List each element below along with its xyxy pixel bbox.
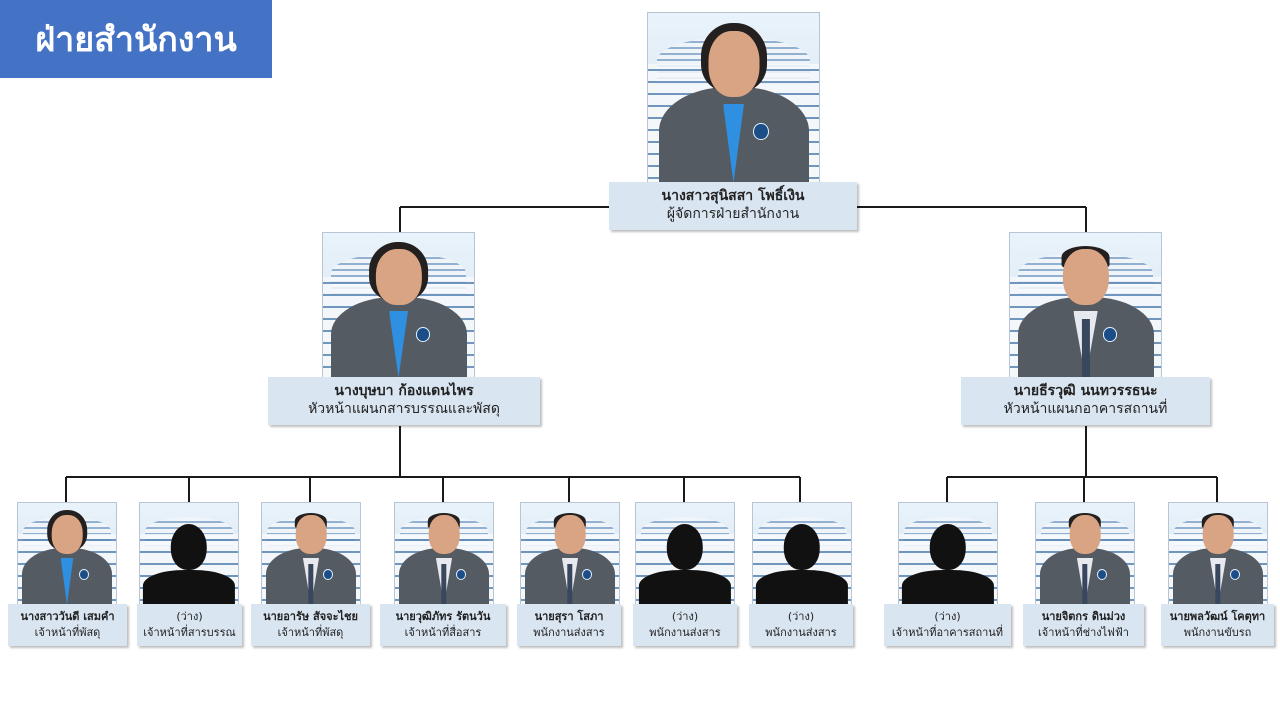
manager-position: ผู้จัดการฝ่ายสำนักงาน — [666, 206, 800, 222]
staff-photo — [261, 502, 361, 606]
manager-label: นางสาวสุนิสสา โพธิ์เงิน ผู้จัดการฝ่ายสำน… — [609, 182, 857, 230]
staff-photo — [1035, 502, 1135, 606]
vacant-silhouette-photo — [139, 502, 239, 606]
staff-name: (ว่าง) — [671, 610, 699, 623]
staff-label: นายอารัษ สัจจะไชย เจ้าหน้าที่พัสดุ — [251, 604, 370, 646]
vacant-silhouette-photo — [898, 502, 998, 606]
manager-photo — [647, 12, 820, 184]
staff-position: เจ้าหน้าที่ช่างไฟฟ้า — [1038, 626, 1129, 639]
staff-name: นายวุฒิภัทร รัตนวัน — [395, 610, 491, 623]
page-title: ฝ่ายสำนักงาน — [0, 0, 272, 78]
staff-name: นายจิตกร ดินม่วง — [1041, 610, 1126, 623]
head-label-supplies: นางบุษบา ก้องแดนไพร หัวหน้าแผนกสารบรรณแล… — [268, 377, 540, 425]
staff-position: พนักงานขับรถ — [1183, 626, 1252, 639]
staff-name: นายอารัษ สัจจะไชย — [263, 610, 358, 623]
manager-name: นางสาวสุนิสสา โพธิ์เงิน — [661, 188, 805, 204]
staff-position: เจ้าหน้าที่พัสดุ — [277, 626, 344, 639]
staff-photo — [520, 502, 620, 606]
staff-position: พนักงานส่งสาร — [649, 626, 721, 639]
staff-position: เจ้าหน้าที่อาคารสถานที่ — [891, 626, 1004, 639]
vacant-silhouette-photo — [752, 502, 852, 606]
staff-label: (ว่าง) พนักงานส่งสาร — [633, 604, 737, 646]
staff-photo — [17, 502, 117, 606]
staff-position: พนักงานส่งสาร — [765, 626, 837, 639]
vacant-silhouette-photo — [635, 502, 735, 606]
staff-position: เจ้าหน้าที่พัสดุ — [34, 626, 101, 639]
staff-label: (ว่าง) พนักงานส่งสาร — [749, 604, 853, 646]
staff-label: (ว่าง) เจ้าหน้าที่อาคารสถานที่ — [884, 604, 1011, 646]
staff-name: นายสุรา โสภา — [534, 610, 604, 623]
staff-label: นายพลวัฒน์ โคตุทา พนักงานขับรถ — [1161, 604, 1274, 646]
staff-name: (ว่าง) — [787, 610, 815, 623]
head-name: นายธีรวุฒิ นนทวรรธนะ — [1013, 383, 1158, 399]
staff-name: นางสาววันดี เสมคำ — [20, 610, 115, 623]
head-photo-supplies — [322, 232, 475, 379]
staff-label: นางสาววันดี เสมคำ เจ้าหน้าที่พัสดุ — [8, 604, 127, 646]
staff-photo — [394, 502, 494, 606]
staff-photo — [1168, 502, 1268, 606]
head-label-building: นายธีรวุฒิ นนทวรรธนะ หัวหน้าแผนกอาคารสถา… — [961, 377, 1210, 425]
head-position: หัวหน้าแผนกอาคารสถานที่ — [1003, 401, 1168, 417]
staff-name: นายพลวัฒน์ โคตุทา — [1169, 610, 1266, 623]
staff-label: นายจิตกร ดินม่วง เจ้าหน้าที่ช่างไฟฟ้า — [1023, 604, 1144, 646]
staff-name: (ว่าง) — [934, 610, 961, 623]
staff-position: เจ้าหน้าที่สื่อสาร — [404, 626, 482, 639]
staff-label: นายสุรา โสภา พนักงานส่งสาร — [517, 604, 621, 646]
staff-label: นายวุฒิภัทร รัตนวัน เจ้าหน้าที่สื่อสาร — [380, 604, 506, 646]
staff-label: (ว่าง) เจ้าหน้าที่สารบรรณ — [137, 604, 242, 646]
staff-name: (ว่าง) — [176, 610, 203, 623]
head-photo-building — [1009, 232, 1162, 379]
staff-position: พนักงานส่งสาร — [533, 626, 605, 639]
head-name: นางบุษบา ก้องแดนไพร — [334, 383, 474, 399]
staff-position: เจ้าหน้าที่สารบรรณ — [143, 626, 236, 639]
head-position: หัวหน้าแผนกสารบรรณและพัสดุ — [308, 401, 500, 417]
